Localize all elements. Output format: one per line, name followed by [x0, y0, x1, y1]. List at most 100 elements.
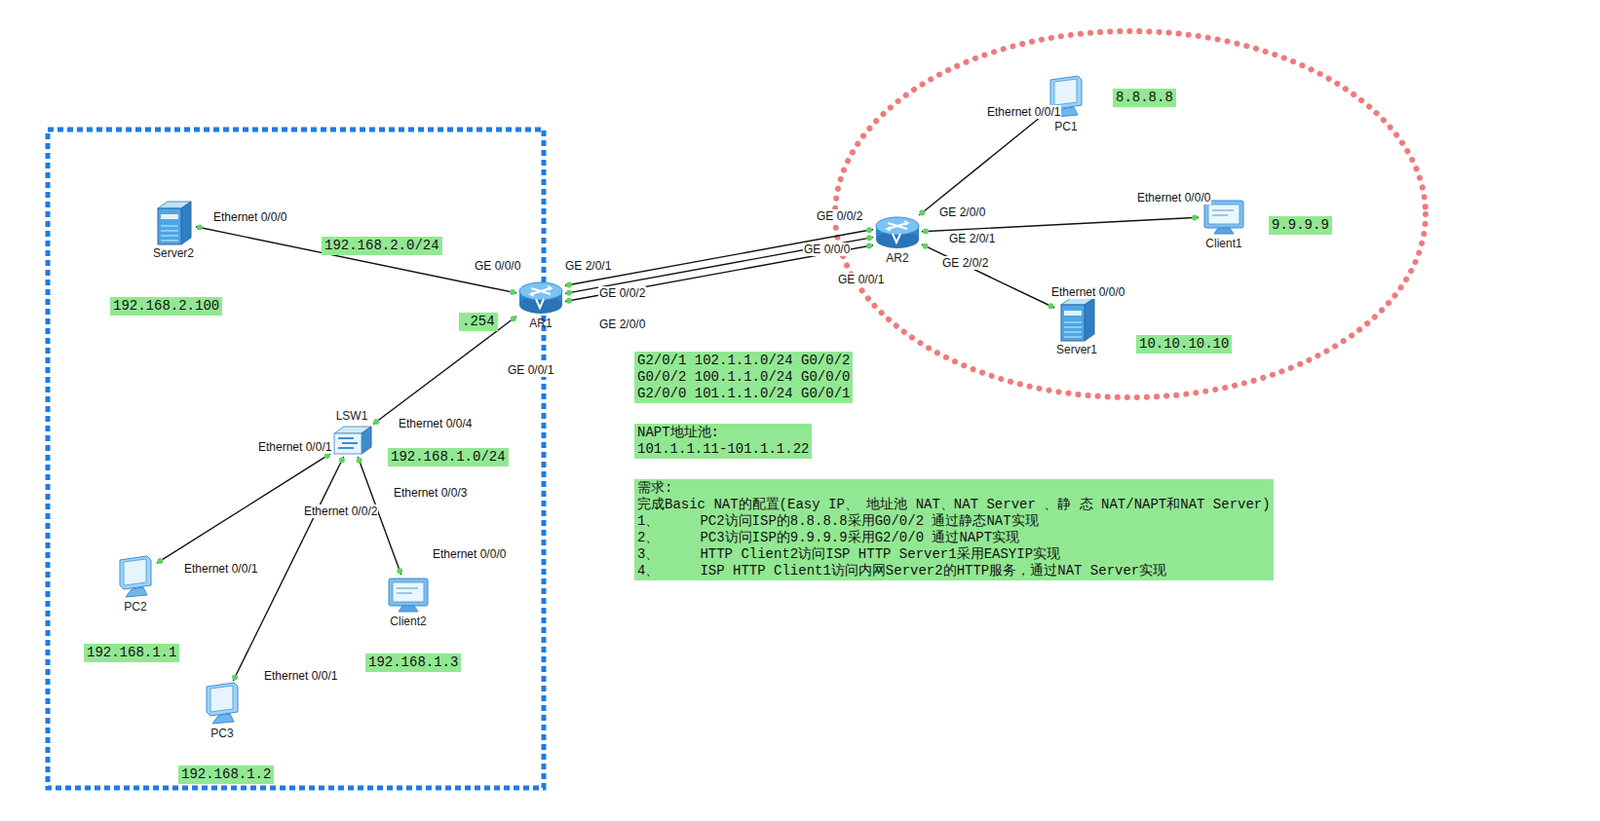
device-name: AR2	[883, 250, 911, 267]
interface-label: Ethernet 0/0/1	[263, 669, 339, 684]
interface-label: GE 2/0/1	[948, 231, 996, 246]
note-line: 1、 PC2访问ISP的8.8.8.8采用G0/0/2 通过静态NAT实现	[637, 513, 1271, 531]
address-label: 192.168.1.1	[83, 644, 180, 663]
port-dot	[509, 289, 516, 296]
note-block: G2/0/1 102.1.1.0/24 G0/0/2G0/0/2 100.1.1…	[634, 351, 853, 404]
address-label: 9.9.9.9	[1268, 216, 1333, 235]
note-block: 需求:完成Basic NAT的配置(Easy IP、 地址池 NAT、NAT S…	[634, 479, 1274, 581]
isp-region	[835, 31, 1426, 398]
note-line: G0/0/2 100.1.1.0/24 G0/0/0	[637, 369, 850, 386]
device-name: Client1	[1203, 235, 1244, 252]
device-node: Client2	[382, 574, 434, 630]
note-line: NAPT地址池:	[637, 424, 809, 442]
port-dot	[1191, 215, 1198, 222]
address-label: 192.168.1.0/24	[387, 448, 509, 467]
server-icon	[153, 198, 193, 246]
device-node: AR1	[516, 280, 566, 332]
interface-label: Ethernet 0/0/2	[303, 504, 379, 519]
device-node: Server1	[1054, 295, 1100, 358]
interface-label: Ethernet 0/0/0	[1136, 190, 1212, 205]
device-name: PC2	[121, 599, 149, 615]
device-node: Client1	[1198, 196, 1250, 252]
link-line	[921, 217, 1199, 231]
pc-icon	[114, 554, 157, 600]
interface-label: GE 0/0/0	[802, 242, 851, 257]
address-label: 192.168.2.100	[110, 297, 223, 316]
device-name: Server1	[1054, 342, 1100, 358]
port-dot	[918, 209, 925, 216]
interface-label: Ethernet 0/0/0	[212, 210, 288, 225]
interface-label: GE 2/0/2	[941, 256, 990, 270]
address-label: 10.10.10.10	[1136, 335, 1232, 354]
address-label: 192.168.1.2	[178, 765, 274, 785]
note-line: 4、 ISP HTTP Client1访问内网Server2的HTTP服务，通过…	[637, 563, 1271, 580]
port-dot	[196, 225, 203, 231]
device-node: PC2	[114, 554, 157, 615]
interface-label: Ethernet 0/0/1	[183, 562, 259, 576]
interface-label: Ethernet 0/0/1	[986, 105, 1062, 119]
link-line	[565, 237, 874, 295]
router-icon	[516, 280, 566, 316]
device-name: LSW1	[334, 408, 371, 424]
note-line: 完成Basic NAT的配置(Easy IP、 地址池 NAT、NAT Serv…	[637, 496, 1271, 514]
interface-label: GE 2/0/0	[598, 317, 647, 332]
interface-label: GE 0/0/2	[598, 286, 647, 301]
device-name: PC3	[208, 725, 235, 742]
device-name: Client2	[387, 613, 428, 630]
port-dot	[922, 243, 929, 250]
interface-label: GE 0/0/0	[473, 259, 522, 273]
interface-label: GE 0/0/1	[837, 272, 885, 287]
device-node: LSW1	[330, 408, 374, 458]
link-line	[918, 114, 1045, 216]
port-dot	[566, 282, 572, 289]
switch-icon	[330, 423, 374, 458]
interface-label: GE 0/0/2	[815, 209, 864, 224]
port-dot	[156, 558, 163, 565]
port-dot	[373, 419, 380, 425]
port-dot	[866, 227, 873, 233]
address-label: 192.168.1.3	[365, 653, 461, 673]
port-dot	[339, 457, 345, 464]
port-dot	[231, 674, 238, 681]
note-line: 需求:	[637, 480, 1271, 497]
interface-label: Ethernet 0/0/3	[392, 486, 468, 500]
interface-label: GE 2/0/1	[564, 259, 612, 273]
note-line: G2/0/1 102.1.1.0/24 G0/0/2	[637, 352, 850, 370]
interface-label: GE 0/0/1	[506, 363, 555, 378]
port-dot	[922, 228, 929, 235]
port-dot	[1047, 303, 1054, 309]
note-line: 3、 HTTP Client2访问ISP HTTP Server1采用EASYI…	[637, 546, 1271, 564]
device-name: AR1	[527, 315, 554, 332]
device-node: AR2	[873, 215, 922, 267]
client-icon	[382, 574, 434, 614]
address-label: .254	[458, 312, 498, 332]
lan-region	[47, 129, 544, 789]
interface-label: Ethernet 0/0/4	[397, 417, 473, 431]
note-line: 2、 PC3访问ISP的9.9.9.9采用G2/0/0 通过NAPT实现	[637, 530, 1271, 547]
interface-label: Ethernet 0/0/0	[1050, 285, 1126, 300]
port-dot	[866, 234, 873, 241]
note-block: NAPT地址池:101.1.1.11-101.1.1.22	[634, 423, 812, 459]
link-line	[921, 244, 1055, 308]
interface-label: Ethernet 0/0/0	[431, 547, 507, 562]
device-node: PC1	[1044, 74, 1088, 135]
router-icon	[873, 215, 922, 251]
link-line	[195, 227, 517, 294]
pc-icon	[200, 681, 244, 726]
port-dot	[510, 315, 517, 322]
port-dot	[566, 298, 572, 305]
port-dot	[566, 290, 572, 297]
device-node: Server2	[151, 198, 196, 262]
device-name: Server2	[151, 245, 196, 262]
server-icon	[1057, 295, 1097, 343]
note-line: 101.1.1.11-101.1.1.22	[637, 441, 809, 458]
note-line: G2/0/0 101.1.1.0/24 G0/0/1	[637, 385, 850, 403]
link-line	[373, 316, 517, 425]
port-dot	[396, 568, 403, 574]
address-label: 8.8.8.8	[1112, 88, 1177, 108]
interface-label: Ethernet 0/0/1	[257, 440, 333, 455]
device-node: PC3	[200, 681, 244, 742]
